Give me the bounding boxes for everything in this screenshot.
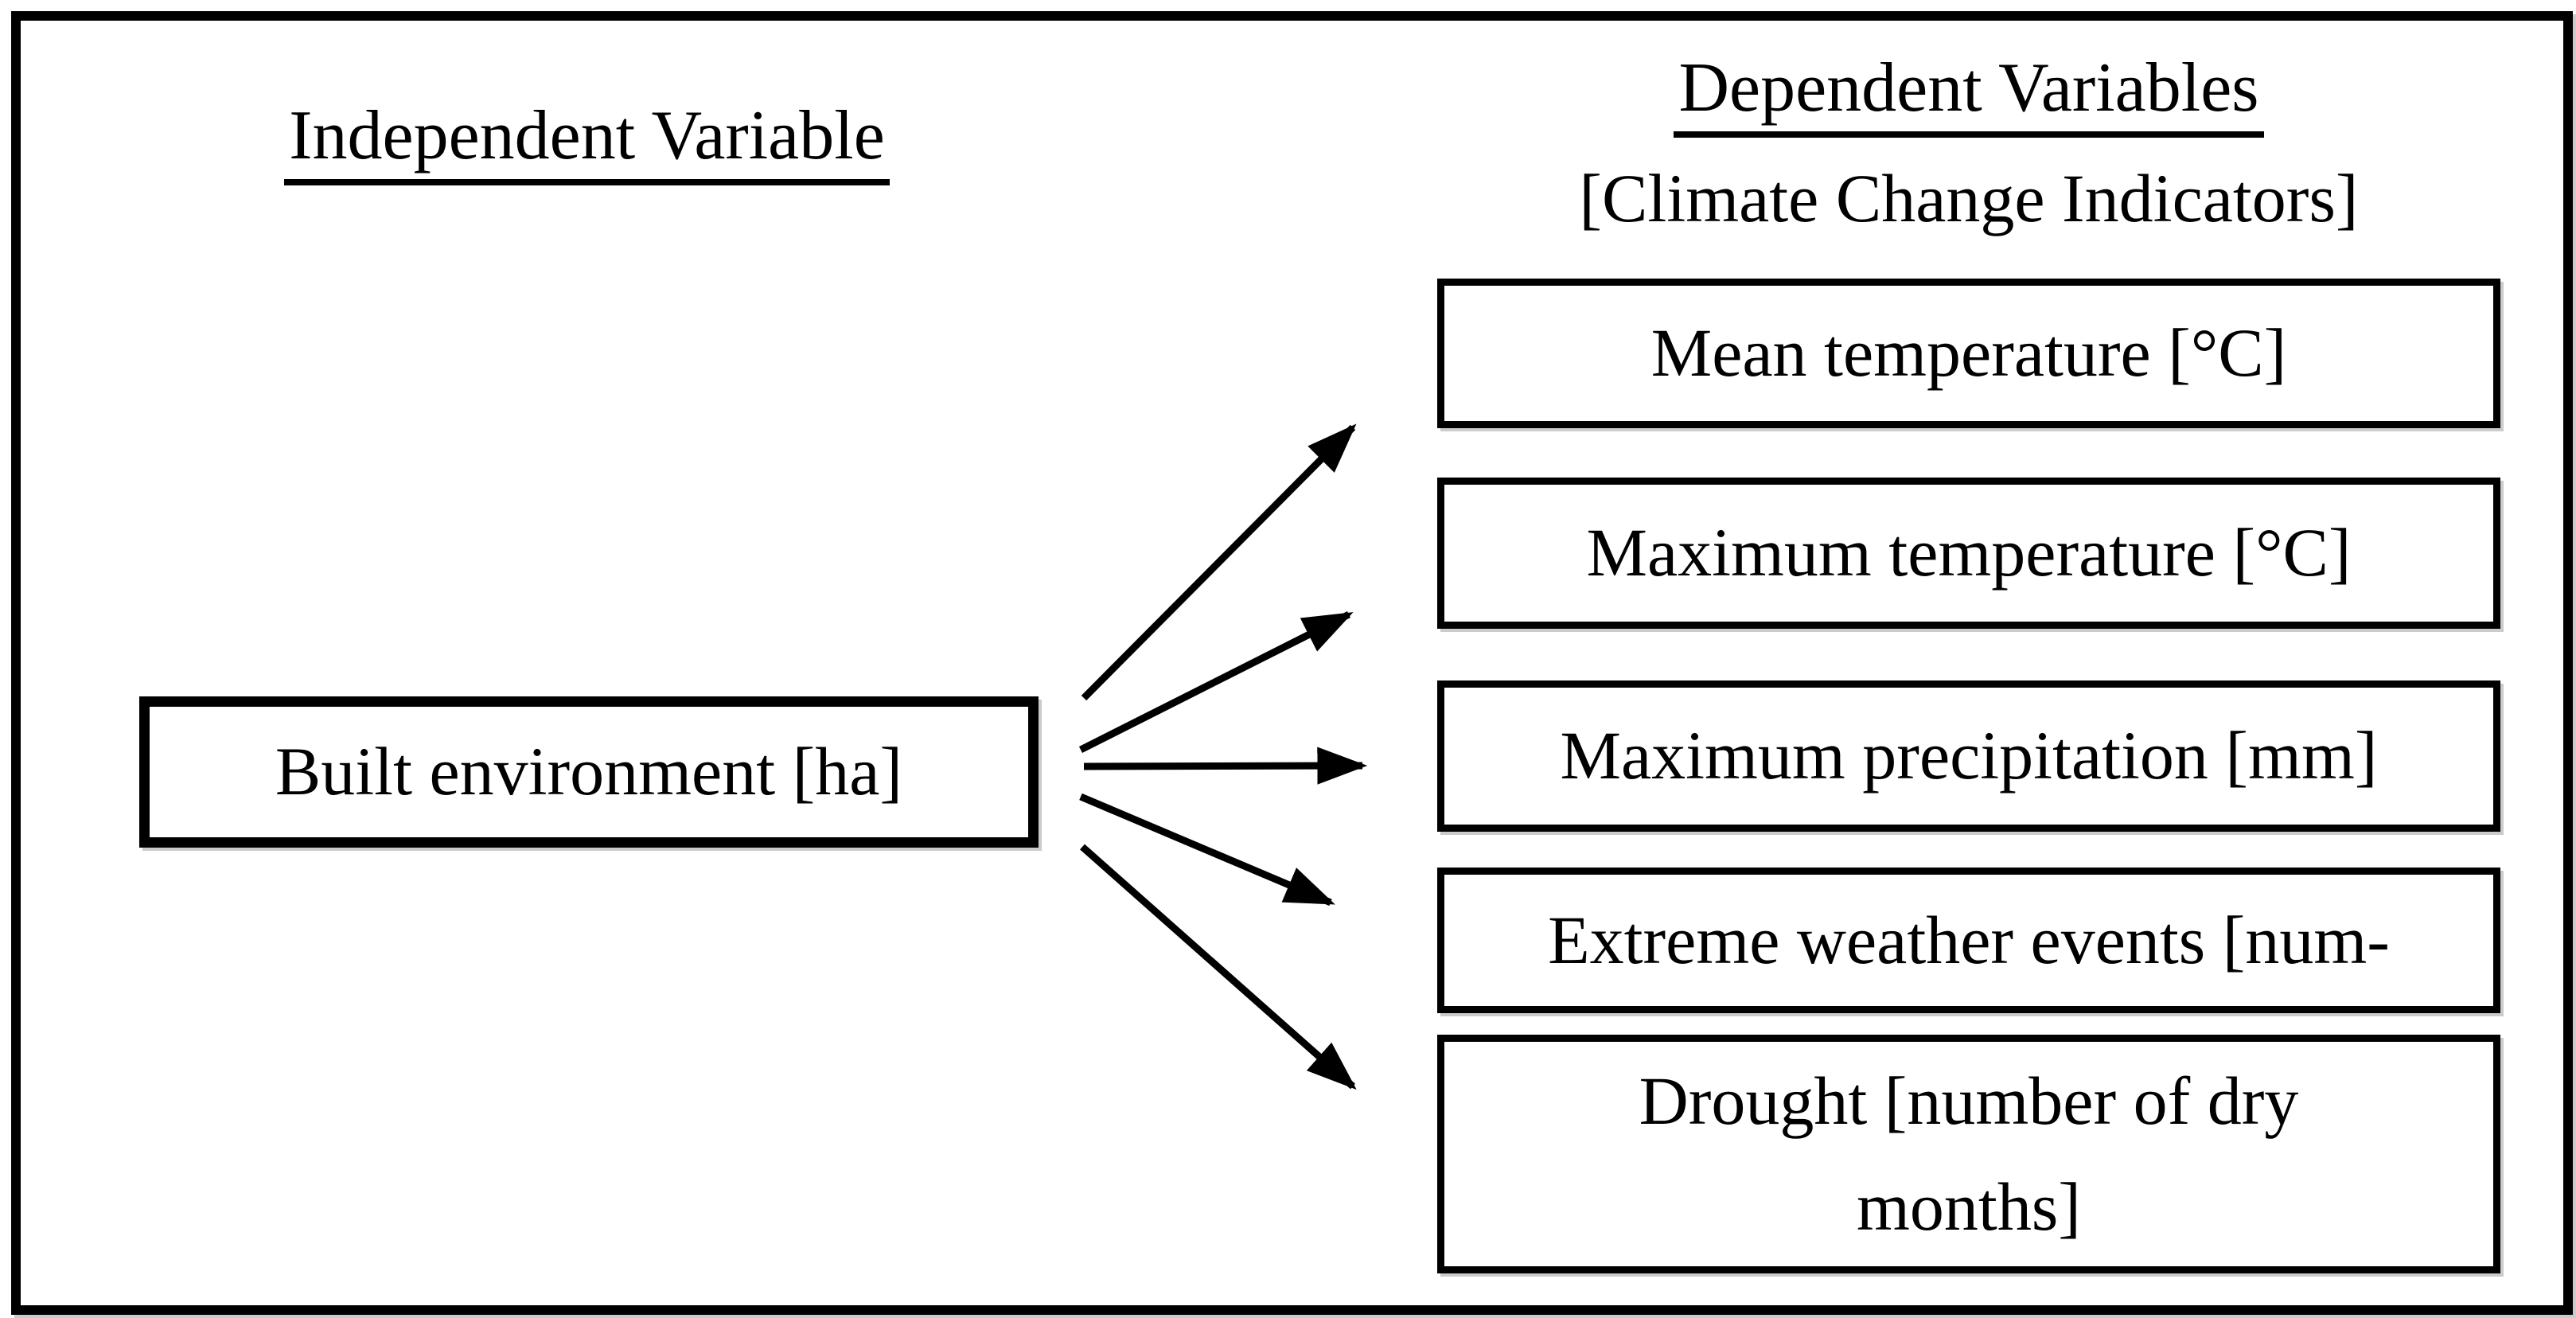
- dependent-box-maximum-precipitation: Maximum precipitation [mm]: [1437, 680, 2500, 832]
- outer-frame: [11, 11, 2573, 1315]
- independent-box-built-environment: Built environment [ha]: [139, 696, 1039, 848]
- dependent-box-mean-temperature: Mean temperature [°C]: [1437, 279, 2500, 428]
- climate-change-indicators-subheading: [Climate Change Indicators]: [1579, 160, 2359, 236]
- dependent-variables-heading-label: Dependent Variables: [1674, 49, 2264, 138]
- dependent-box-drought: Drought [number of dry months]: [1437, 1035, 2500, 1273]
- dependent-box-maximum-temperature: Maximum temperature [°C]: [1437, 478, 2500, 629]
- dependent-variables-heading: Dependent Variables: [1437, 49, 2500, 138]
- independent-variable-heading: Independent Variable: [139, 97, 1035, 185]
- independent-variable-heading-label: Independent Variable: [284, 97, 890, 185]
- dependent-box-extreme-weather-events: Extreme weather events [num-: [1437, 868, 2500, 1013]
